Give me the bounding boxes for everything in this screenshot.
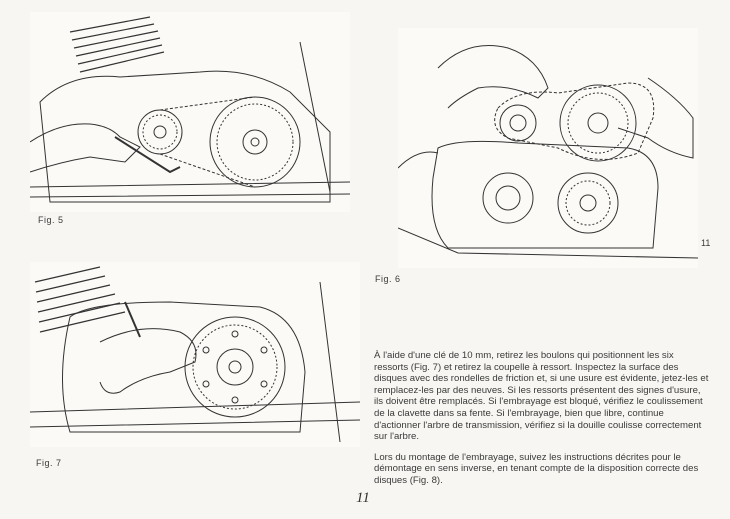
instruction-paragraph-reassembly: Lors du montage de l'embrayage, suivez l… xyxy=(374,451,699,486)
instruction-text-block: À l'aide d'une clé de 10 mm, retirez les… xyxy=(374,350,710,496)
page-number: 11 xyxy=(356,490,370,506)
figure-7-caption: Fig. 7 xyxy=(36,458,62,468)
instruction-paragraph-disassembly: À l'aide d'une clé de 10 mm, retirez les… xyxy=(374,350,709,443)
engine-drawing-fig5 xyxy=(30,16,350,203)
figure-5-caption: Fig. 5 xyxy=(38,215,64,225)
engine-drawing-fig6 xyxy=(398,45,698,259)
side-page-marker: 11 xyxy=(701,238,711,248)
figure-5-illustration xyxy=(30,12,350,212)
engine-drawing-fig7 xyxy=(30,266,360,443)
figure-6-caption: Fig. 6 xyxy=(375,274,401,284)
figure-7-illustration xyxy=(30,262,360,447)
figure-6-illustration xyxy=(398,28,698,268)
